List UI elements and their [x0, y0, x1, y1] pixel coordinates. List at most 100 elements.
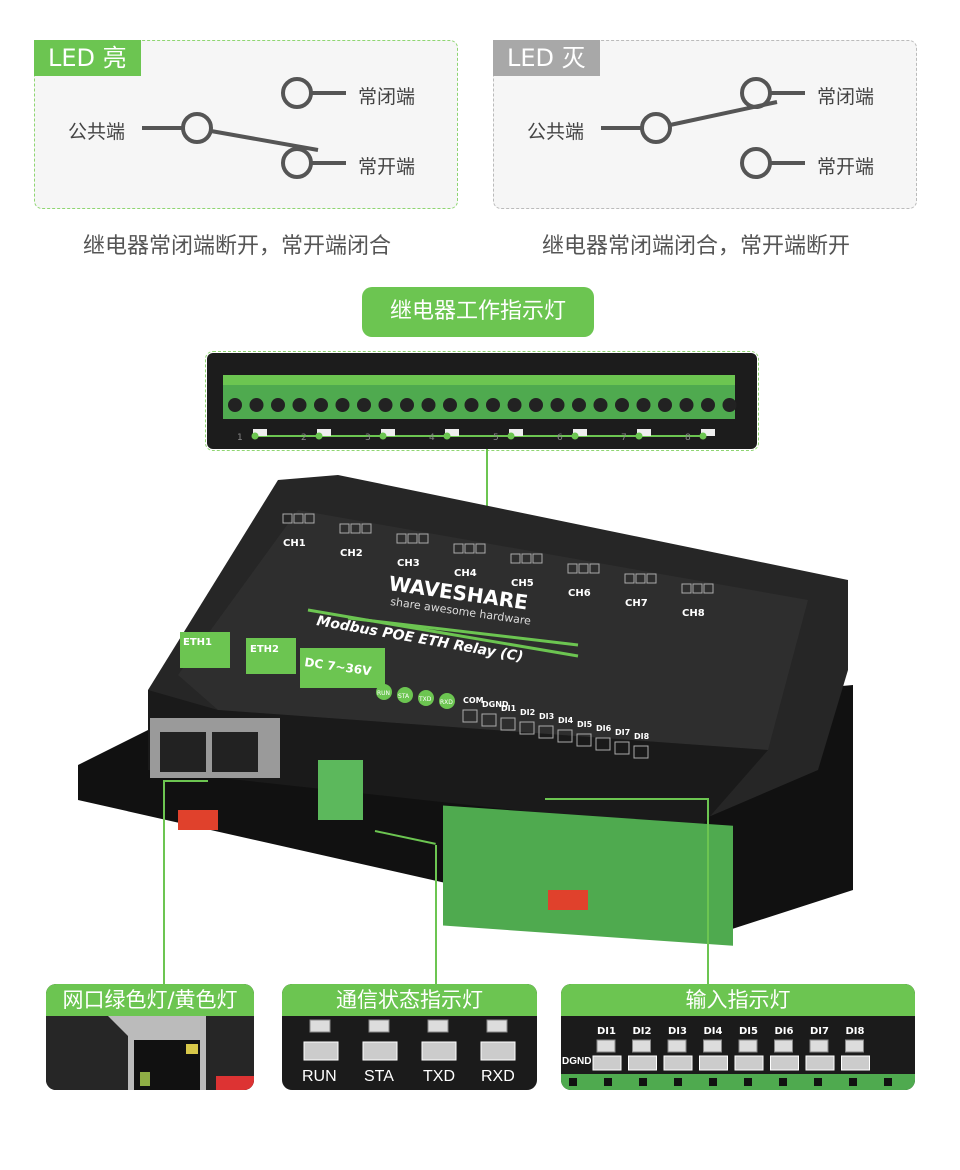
terminal-hole — [339, 523, 350, 534]
channel-number: 5 — [493, 433, 499, 443]
comm-led-panel: 通信状态指示灯 RUN STA TXD RXD — [282, 984, 537, 1090]
led-off-tag: LED 灭 — [493, 40, 600, 76]
relay-led — [701, 429, 715, 436]
relay-indicator-closeup — [205, 351, 759, 451]
di-label: DI6 — [775, 1026, 794, 1037]
led-icon — [805, 1055, 835, 1071]
led-on-caption: 继电器常闭端断开，常开端闭合 — [82, 234, 391, 259]
callout-dot — [443, 432, 451, 440]
terminal-hole — [532, 553, 543, 564]
led-indicator — [418, 690, 434, 706]
terminal-hole — [614, 741, 630, 755]
terminal-hole — [624, 573, 635, 584]
terminal-hole — [510, 553, 521, 564]
input-label: DI6 — [596, 724, 612, 733]
terminal-hole — [674, 1078, 682, 1086]
input-label: DI1 — [501, 704, 517, 713]
screw-icon — [572, 398, 586, 412]
channel-label: CH2 — [340, 548, 363, 559]
led-label: RUN — [377, 690, 390, 697]
smd-resistor — [309, 1019, 331, 1033]
dgnd-label: DGND — [562, 1056, 592, 1067]
led-indicator — [439, 693, 455, 709]
di-label: DI7 — [810, 1026, 829, 1037]
smd-resistor — [667, 1039, 687, 1053]
input-label: COM — [463, 696, 484, 705]
channel-number: 3 — [365, 433, 371, 443]
txd-label: TXD — [423, 1068, 455, 1085]
led-icon — [592, 1055, 622, 1071]
smd-resistor — [845, 1039, 864, 1053]
callout-line — [707, 798, 709, 984]
channel-label: CH4 — [454, 568, 477, 579]
terminal-hole — [282, 513, 293, 524]
led-label: TXD — [418, 696, 432, 703]
channel-number: 8 — [685, 433, 691, 443]
callout-line — [163, 780, 208, 782]
screw-icon — [701, 398, 715, 412]
screw-icon — [529, 398, 543, 412]
terminal-hole — [709, 1078, 717, 1086]
terminal-hole — [521, 553, 532, 564]
di-label: DI3 — [668, 1026, 687, 1037]
callout-dot — [379, 432, 387, 440]
channel-number: 7 — [621, 433, 627, 443]
callout-dot — [571, 432, 579, 440]
eth-led-title: 网口绿色灯/黄色灯 — [46, 984, 254, 1016]
screw-icon — [271, 398, 285, 412]
switch-off-schematic — [601, 77, 805, 179]
relay-led — [445, 429, 459, 436]
callout-line — [163, 780, 165, 984]
led-off-diagram — [493, 40, 917, 209]
channel-label: CH8 — [682, 608, 705, 619]
no-terminal-label: 常开端 — [817, 156, 875, 178]
terminal-hole — [814, 1078, 822, 1086]
screw-icon — [228, 398, 242, 412]
screw-icon — [722, 398, 737, 412]
input-led-title: 输入指示灯 — [561, 984, 915, 1016]
relay-led — [573, 429, 587, 436]
channel-label: CH5 — [511, 578, 534, 589]
terminal-hole — [635, 573, 646, 584]
smd-resistor — [703, 1039, 722, 1053]
terminal-hole — [639, 1078, 647, 1086]
led-icon — [699, 1055, 728, 1071]
input-label: DI5 — [577, 720, 593, 729]
led-icon — [734, 1055, 764, 1071]
relay-led — [381, 429, 395, 436]
nc-terminal-label: 常闭端 — [817, 86, 875, 108]
rxd-label: RXD — [481, 1068, 515, 1085]
screw-icon — [335, 398, 350, 412]
channel-label: CH1 — [283, 538, 306, 549]
terminal-hole — [578, 563, 589, 574]
smd-resistor — [596, 1039, 616, 1053]
terminal-hole — [304, 513, 315, 524]
callout-dot — [251, 432, 259, 440]
callout-dot — [507, 432, 515, 440]
common-terminal-label: 公共端 — [68, 121, 126, 143]
nc-terminal-label: 常闭端 — [358, 86, 416, 108]
di-label: DI8 — [846, 1026, 865, 1037]
relay-led — [317, 429, 331, 436]
terminal-hole — [475, 543, 486, 554]
comm-led-title: 通信状态指示灯 — [282, 984, 537, 1016]
terminal-hole — [692, 583, 703, 594]
terminal-block — [561, 1074, 915, 1090]
terminal-hole — [703, 583, 714, 594]
sta-label: STA — [364, 1068, 394, 1085]
callout-line — [486, 449, 488, 541]
channel-label: CH6 — [568, 588, 591, 599]
switch-on-schematic — [142, 77, 346, 179]
callout-dot — [699, 432, 707, 440]
screw-icon — [464, 398, 479, 412]
eth1-label: ETH1 — [183, 637, 212, 648]
led-icon — [770, 1055, 799, 1071]
callout-line — [435, 845, 437, 984]
screw-icon — [357, 398, 371, 412]
terminal-hole — [519, 721, 535, 735]
led-off-caption: 继电器常闭端闭合，常开端断开 — [541, 234, 850, 259]
smd-resistor — [774, 1039, 793, 1053]
